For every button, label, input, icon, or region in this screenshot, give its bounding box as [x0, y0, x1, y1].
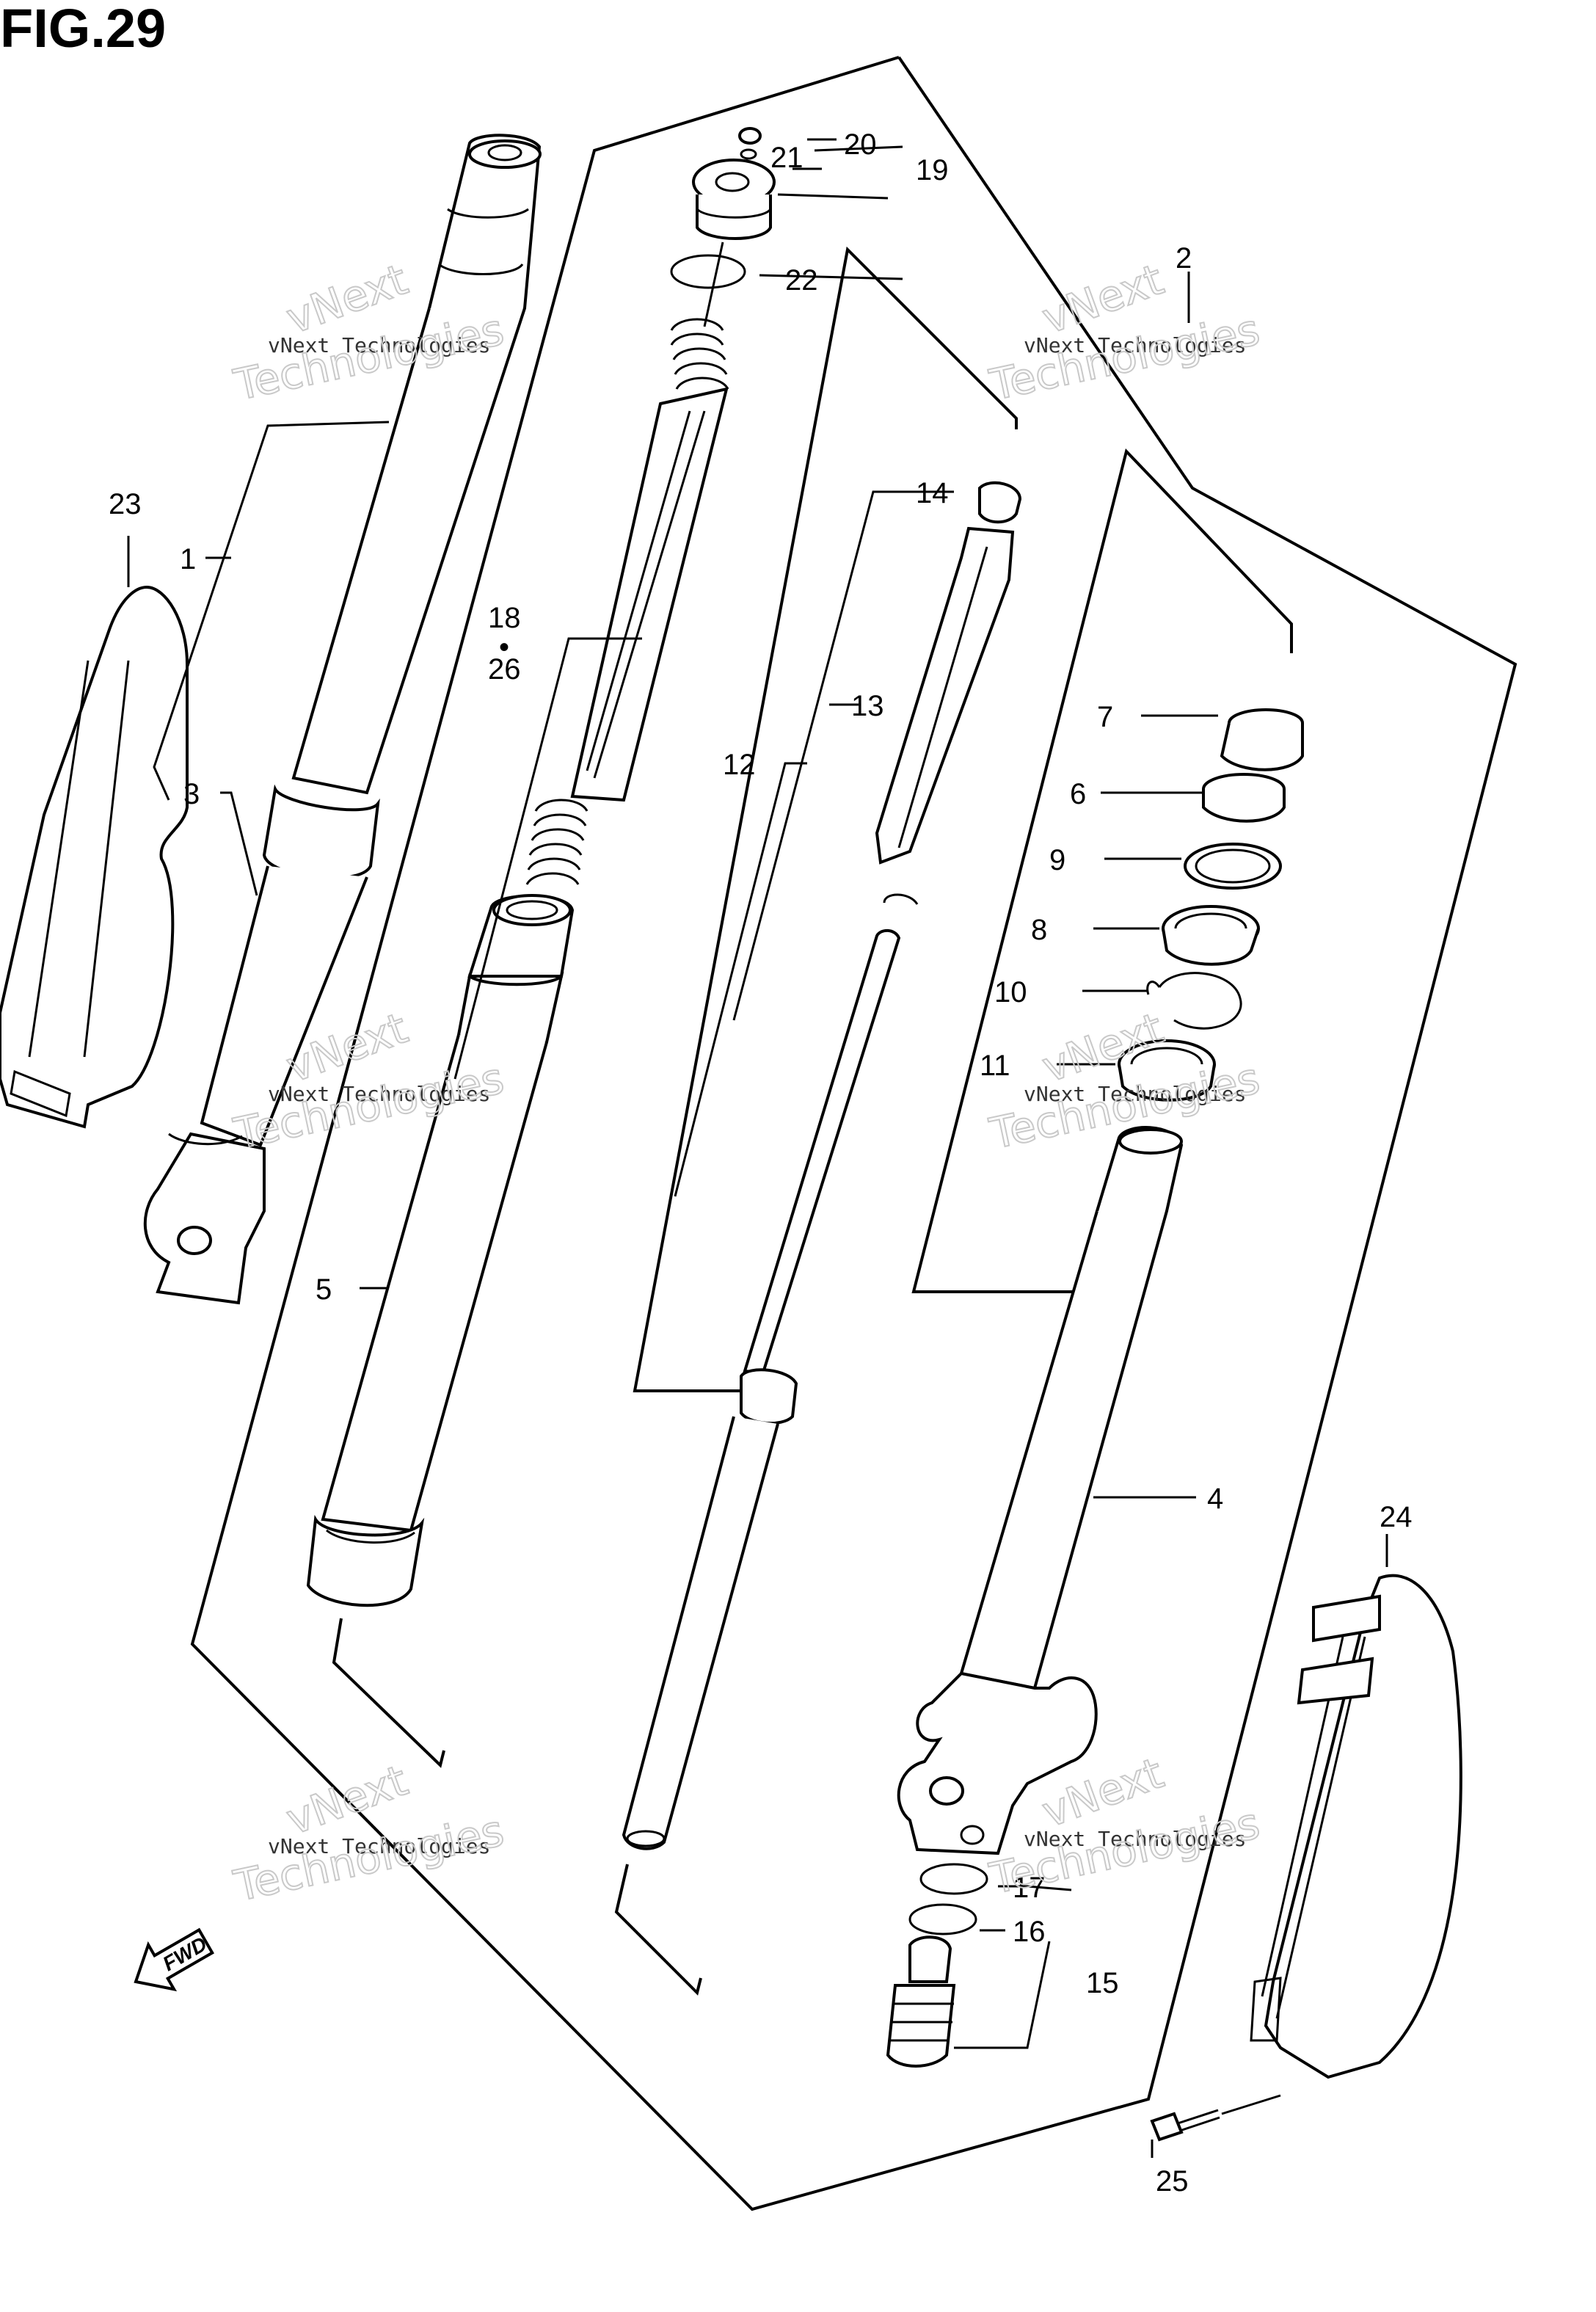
callout-17: 17 — [1013, 1872, 1046, 1904]
part-5-inner-tube — [306, 894, 575, 1607]
part-17-o-ring — [919, 1863, 988, 1895]
callout-3: 3 — [183, 778, 200, 810]
callout-21: 21 — [770, 142, 804, 174]
part-23-left-fork-guard — [0, 585, 189, 1129]
part-7-bushing — [1220, 708, 1304, 771]
callout-10: 10 — [994, 976, 1027, 1008]
callout-5: 5 — [316, 1273, 332, 1306]
subgroup-outline-4 — [911, 448, 1293, 1293]
callout-15: 15 — [1086, 1967, 1119, 1999]
watermark-line1: vNext Technologies — [268, 1082, 490, 1106]
callout-2: 2 — [1176, 242, 1192, 275]
callout-23: 23 — [109, 488, 142, 520]
watermark-bottom-left: vNext vNext Technologies Technologies — [229, 1754, 509, 1912]
callout-13: 13 — [851, 690, 884, 722]
callout-25: 25 — [1156, 2165, 1189, 2198]
watermark-line1: vNext Technologies — [1024, 1827, 1246, 1851]
part-24-right-fork-guard — [1250, 1574, 1462, 2079]
part-16-o-ring — [908, 1903, 977, 1935]
callout-8: 8 — [1031, 914, 1047, 946]
part-25-screw — [1150, 2094, 1281, 2142]
part-callouts: 1 2 3 4 5 6 7 8 9 10 11 12 13 14 15 16 1… — [109, 128, 1413, 2198]
assembly-outline-2 — [190, 56, 1517, 2211]
watermark-line1: vNext Technologies — [268, 333, 490, 357]
part-12-damper-rod — [622, 928, 901, 1850]
callout-24: 24 — [1380, 1501, 1413, 1533]
callout-11: 11 — [980, 1050, 1010, 1082]
fwd-direction-badge: FWD — [134, 1927, 214, 1992]
watermark-line2: Technologies — [985, 305, 1264, 410]
callout-9: 9 — [1049, 844, 1065, 876]
callout-1: 1 — [180, 543, 196, 575]
part-4-right-outer-tube — [897, 1126, 1184, 1855]
subgroup-outline-12-lower — [614, 1864, 702, 1996]
part-18-fork-spring — [525, 127, 776, 885]
subgroup-outline-5 — [332, 1618, 445, 1768]
part-10-stopper-ring — [1146, 972, 1242, 1030]
callout-26: 26 — [488, 653, 521, 686]
callout-18-separator: • — [499, 631, 509, 664]
part-11-dust-seal — [1118, 1039, 1216, 1102]
callout-7: 7 — [1097, 701, 1113, 733]
callout-18: 18 — [488, 602, 521, 634]
callout-19: 19 — [916, 154, 949, 186]
callout-22: 22 — [785, 264, 818, 297]
leader-lines — [127, 138, 1388, 2158]
callout-16: 16 — [1013, 1916, 1046, 1948]
callout-6: 6 — [1070, 778, 1086, 810]
part-15-bottom-valve — [886, 1935, 956, 2068]
part-1-upper-outer-tube — [262, 134, 542, 880]
callout-12: 12 — [723, 749, 756, 781]
watermark-line2: Technologies — [985, 1798, 1264, 1904]
part-13-damper-cylinder — [875, 481, 1022, 905]
figure-title: FIG.29 — [0, 0, 167, 59]
part-6-bushing — [1202, 773, 1286, 823]
subgroup-outline-12 — [633, 246, 1018, 1392]
part-8-oil-seal — [1162, 905, 1260, 966]
callout-4: 4 — [1207, 1483, 1223, 1515]
part-9-washer — [1184, 843, 1282, 890]
watermark-line1: vNext Technologies — [1024, 333, 1246, 357]
callout-20: 20 — [844, 128, 877, 161]
watermark-line1: vNext Technologies — [268, 1834, 490, 1858]
callout-14: 14 — [916, 477, 949, 509]
part-3-lower-outer-tube — [143, 865, 368, 1305]
watermark-line1: vNext Technologies — [1024, 1082, 1246, 1106]
